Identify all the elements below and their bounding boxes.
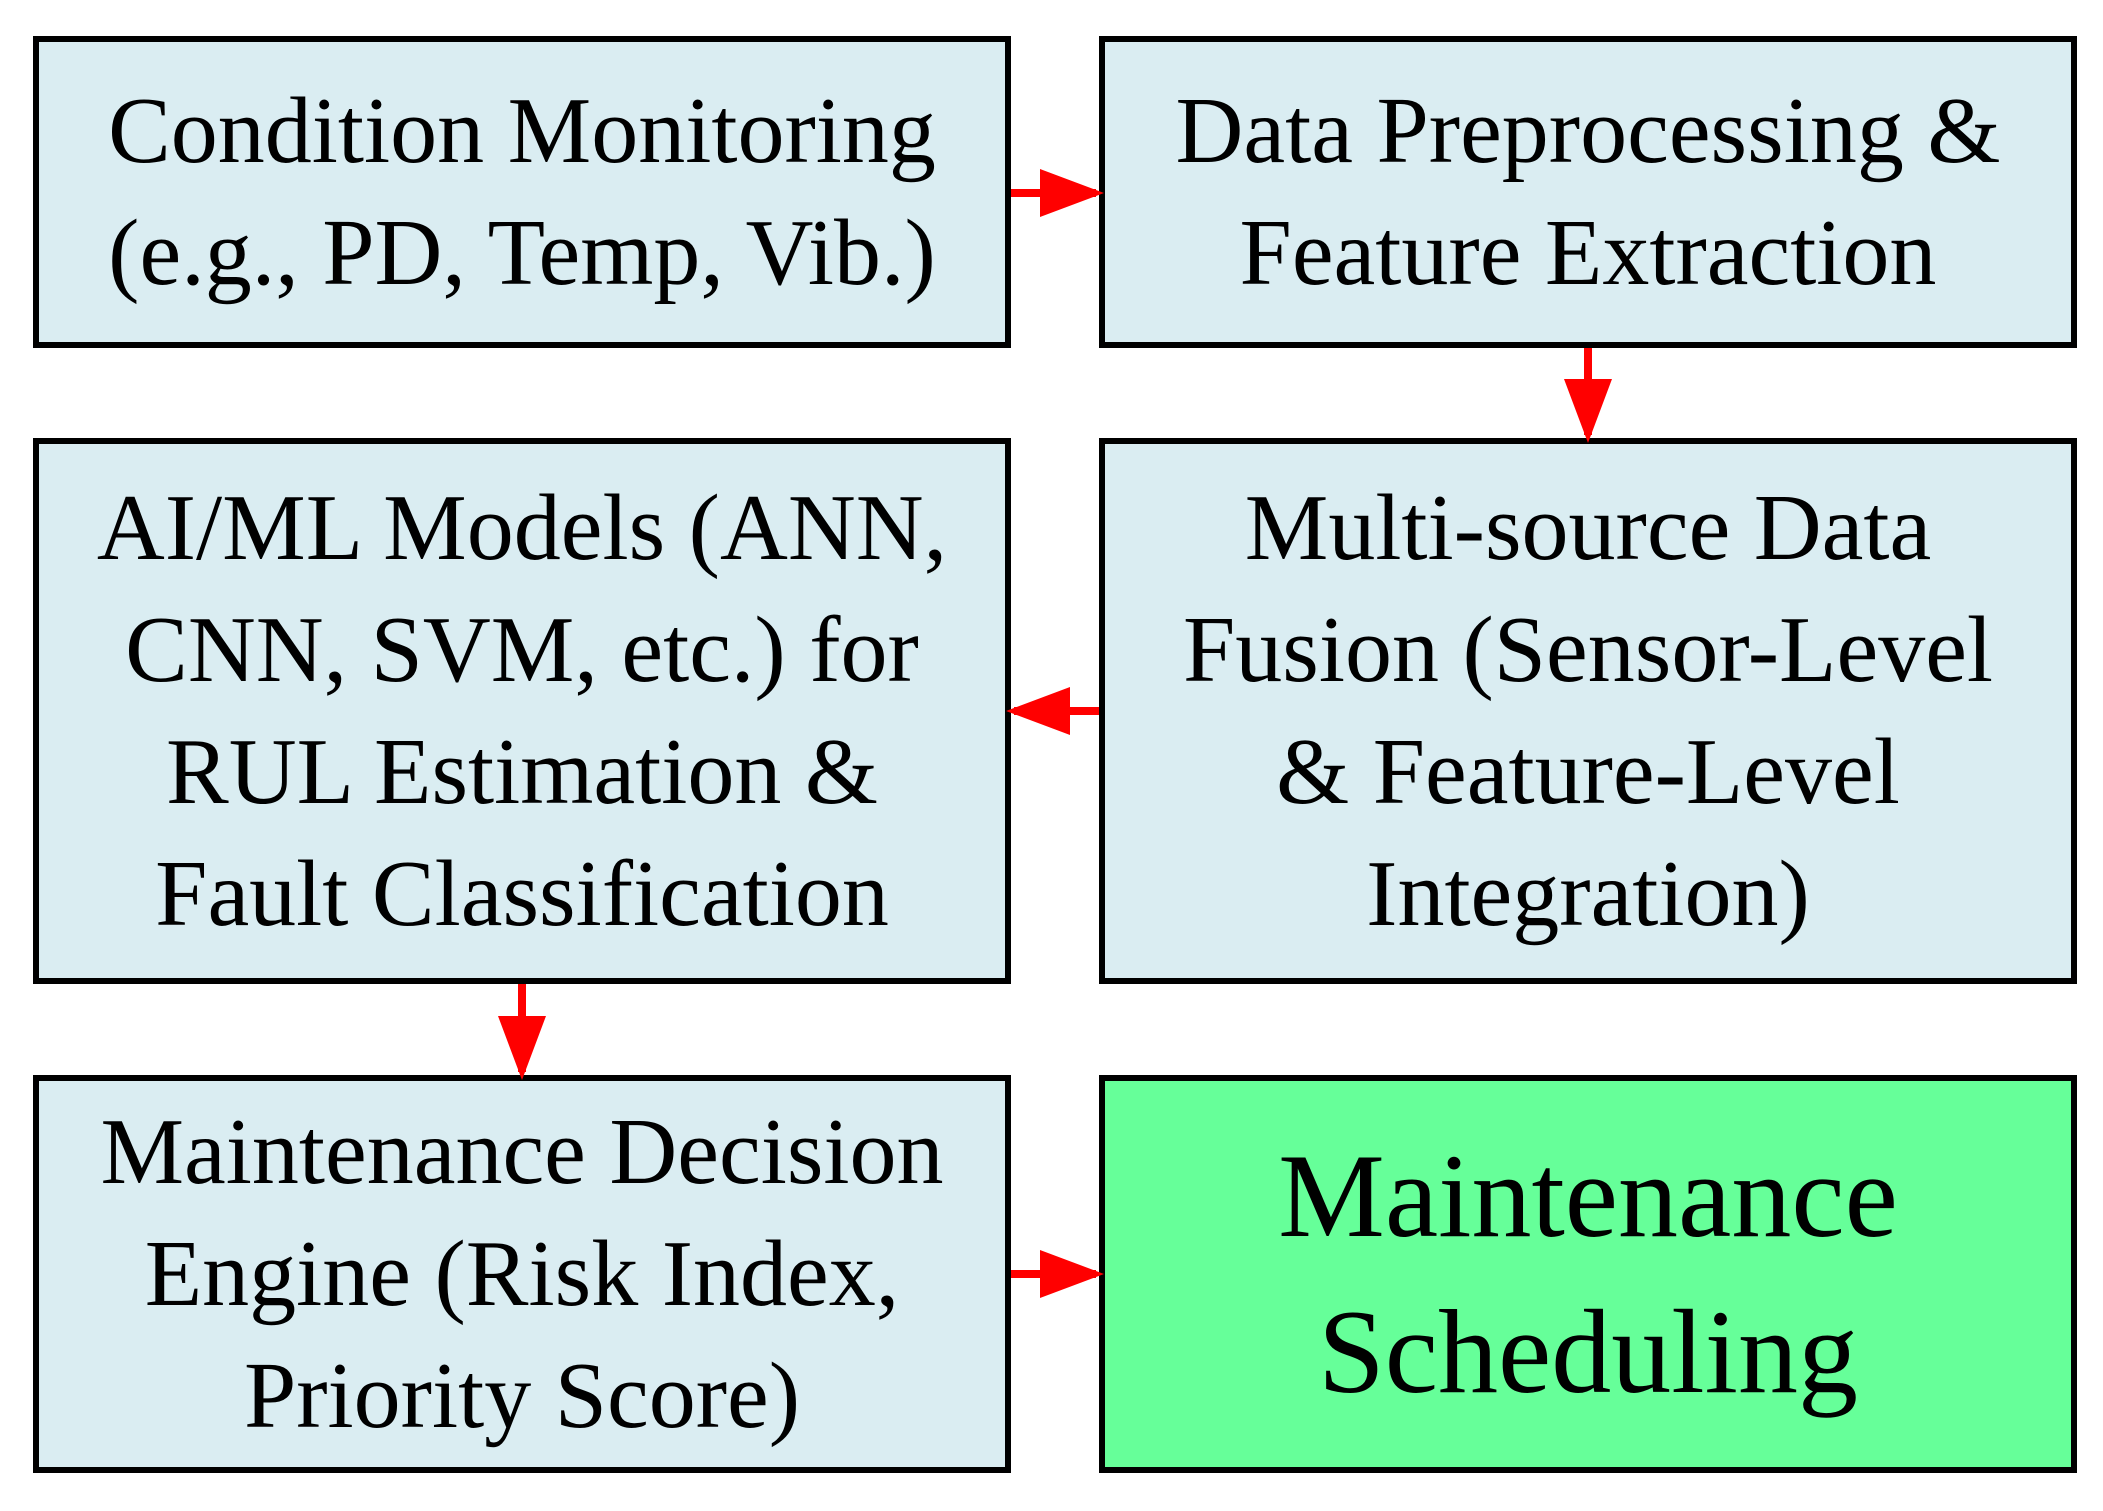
node-line: Maintenance — [1278, 1129, 1898, 1262]
decision-engine-text: Maintenance Decision Engine (Risk Index,… — [92, 1091, 951, 1458]
ai-ml-models-box: AI/ML Models (ANN, CNN, SVM, etc.) for R… — [33, 438, 1011, 984]
node-line: & Feature-Level — [1276, 720, 1900, 824]
node-line: Priority Score) — [243, 1344, 801, 1449]
node-line: Multi-source Data — [1244, 475, 1932, 580]
node-line: Fault Classification — [155, 842, 889, 947]
maintenance-scheduling-text: Maintenance Scheduling — [1270, 1118, 1906, 1430]
node-line: Fusion (Sensor-Level — [1182, 597, 1994, 702]
data-preprocessing-text: Data Preprocessing & Feature Extraction — [1168, 70, 2009, 314]
node-line: Scheduling — [1318, 1285, 1858, 1418]
condition-monitoring-box: Condition Monitoring (e.g., PD, Temp, Vi… — [33, 36, 1011, 348]
condition-monitoring-text: Condition Monitoring (e.g., PD, Temp, Vi… — [100, 70, 944, 314]
node-line: CNN, SVM, etc.) for — [125, 597, 919, 702]
data-fusion-text: Multi-source Data Fusion (Sensor-Level &… — [1175, 467, 2001, 956]
node-line: Engine (Risk Index, — [144, 1221, 900, 1326]
node-line: AI/ML Models (ANN, — [96, 475, 948, 580]
node-line: Feature Extraction — [1239, 201, 1937, 305]
node-line: (e.g., PD, Temp, Vib.) — [108, 201, 936, 305]
ai-ml-models-text: AI/ML Models (ANN, CNN, SVM, etc.) for R… — [89, 467, 955, 956]
decision-engine-box: Maintenance Decision Engine (Risk Index,… — [33, 1075, 1011, 1473]
maintenance-scheduling-box: Maintenance Scheduling — [1099, 1075, 2077, 1473]
node-line: Integration) — [1366, 842, 1810, 947]
node-line: Data Preprocessing & — [1175, 78, 2001, 183]
node-line: Maintenance Decision — [100, 1099, 944, 1204]
data-fusion-box: Multi-source Data Fusion (Sensor-Level &… — [1099, 438, 2077, 984]
node-line: Condition Monitoring — [108, 78, 936, 183]
node-line: RUL Estimation & — [166, 720, 878, 824]
data-preprocessing-box: Data Preprocessing & Feature Extraction — [1099, 36, 2077, 348]
